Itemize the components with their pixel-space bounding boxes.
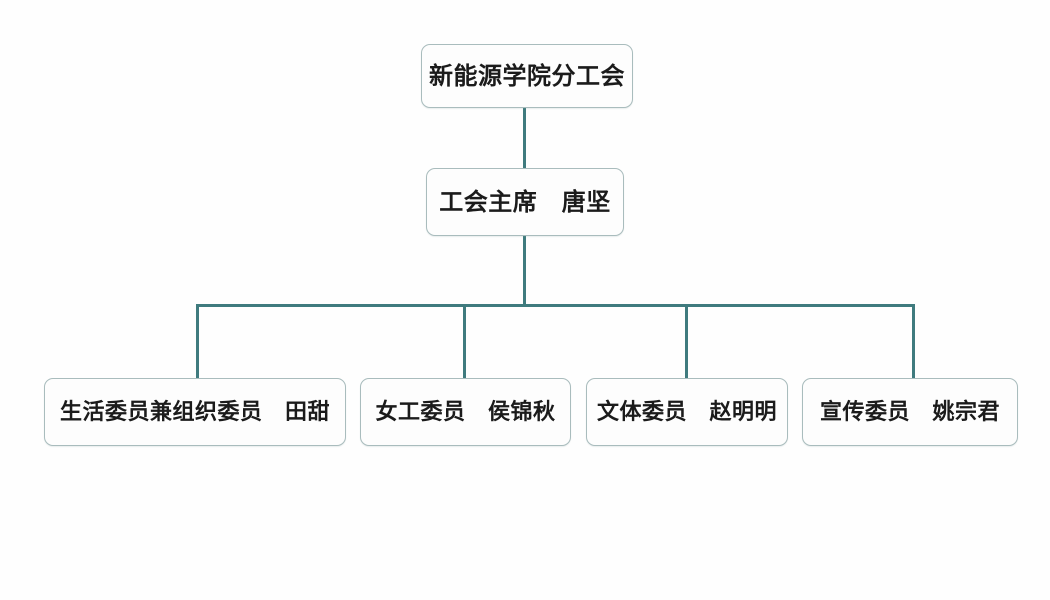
org-node-member-0-label: 生活委员兼组织委员 田甜 xyxy=(59,399,330,425)
org-node-root[interactable]: 新能源学院分工会 xyxy=(421,44,633,108)
org-node-member-1-label: 女工委员 侯锦秋 xyxy=(375,399,556,425)
connector-chair-to-bus xyxy=(523,236,526,306)
connector-bus-to-member-2 xyxy=(685,304,688,380)
org-node-member-women-affairs[interactable]: 女工委员 侯锦秋 xyxy=(360,378,571,446)
connector-root-to-chair xyxy=(523,108,526,169)
org-node-chair-label: 工会主席 唐坚 xyxy=(439,187,611,216)
org-node-member-2-label: 文体委员 赵明明 xyxy=(596,399,777,425)
org-node-member-life-organization[interactable]: 生活委员兼组织委员 田甜 xyxy=(44,378,346,446)
connector-horizontal-bus xyxy=(196,304,915,307)
org-node-member-publicity[interactable]: 宣传委员 姚宗君 xyxy=(802,378,1018,446)
org-node-chair[interactable]: 工会主席 唐坚 xyxy=(426,168,624,236)
org-node-member-3-label: 宣传委员 姚宗君 xyxy=(819,399,1000,425)
org-node-root-label: 新能源学院分工会 xyxy=(429,61,625,90)
org-node-member-culture-sports[interactable]: 文体委员 赵明明 xyxy=(586,378,788,446)
connector-bus-to-member-0 xyxy=(196,304,199,380)
connector-bus-to-member-3 xyxy=(912,304,915,380)
connector-bus-to-member-1 xyxy=(463,304,466,380)
